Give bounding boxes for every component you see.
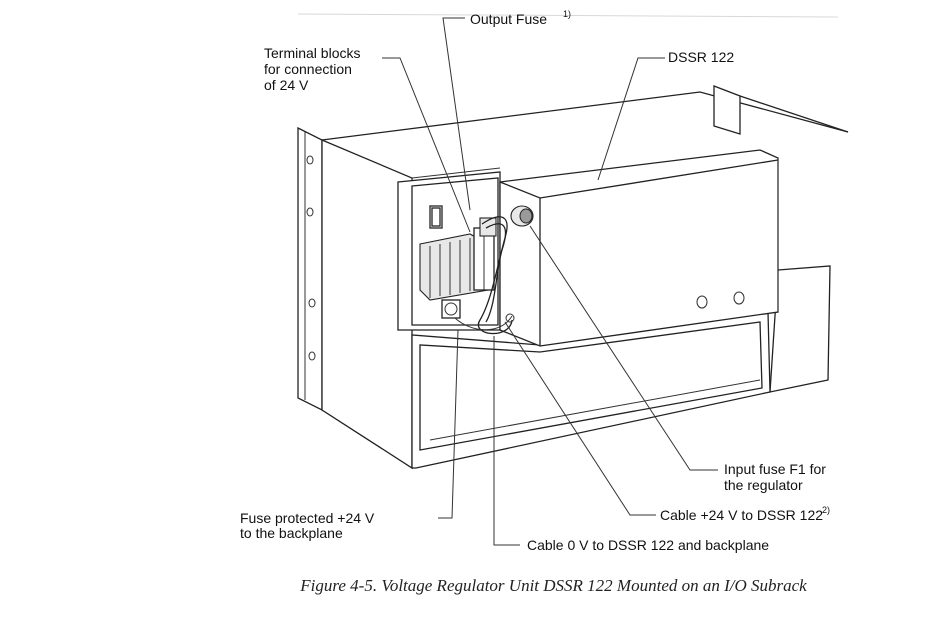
figure-caption: Figure 4-5. Voltage Regulator Unit DSSR …	[300, 576, 807, 595]
leader-cable-0v	[493, 336, 520, 546]
leader-fuse-protected	[438, 329, 459, 519]
label-terminal-blocks-2: for connection	[264, 61, 352, 77]
terminal-blocks	[419, 227, 495, 301]
label-fuse-protected-2: to the backplane	[240, 525, 343, 541]
top-rule	[297, 13, 839, 18]
label-cable-0v: Cable 0 V to DSSR 122 and backplane	[527, 537, 769, 553]
dssr-122-unit	[499, 149, 779, 347]
label-fuse-protected-1: Fuse protected +24 V	[240, 510, 375, 526]
label-input-fuse-2: the regulator	[724, 477, 803, 493]
label-output-fuse-note: 1)	[563, 9, 571, 19]
label-dssr: DSSR 122	[668, 49, 734, 65]
leader-output-fuse	[442, 17, 471, 211]
label-cable-24v-note: 2)	[822, 505, 830, 515]
label-terminal-blocks-1: Terminal blocks	[264, 45, 360, 61]
input-fuse-f1	[510, 205, 534, 227]
leader-terminal-blocks	[382, 57, 471, 233]
leader-input-fuse	[529, 225, 718, 471]
leader-dssr	[597, 57, 665, 181]
label-input-fuse-1: Input fuse F1 for	[724, 461, 826, 477]
label-terminal-blocks-3: of 24 V	[264, 77, 309, 93]
label-cable-24v: Cable +24 V to DSSR 122	[660, 507, 823, 523]
leader-cable-24v	[504, 321, 656, 516]
fuse-holder-and-cables	[441, 216, 515, 335]
label-output-fuse: Output Fuse	[470, 11, 547, 27]
leader-lines	[382, 17, 718, 546]
io-subrack	[321, 85, 849, 470]
left-mounting-flange	[297, 126, 323, 412]
